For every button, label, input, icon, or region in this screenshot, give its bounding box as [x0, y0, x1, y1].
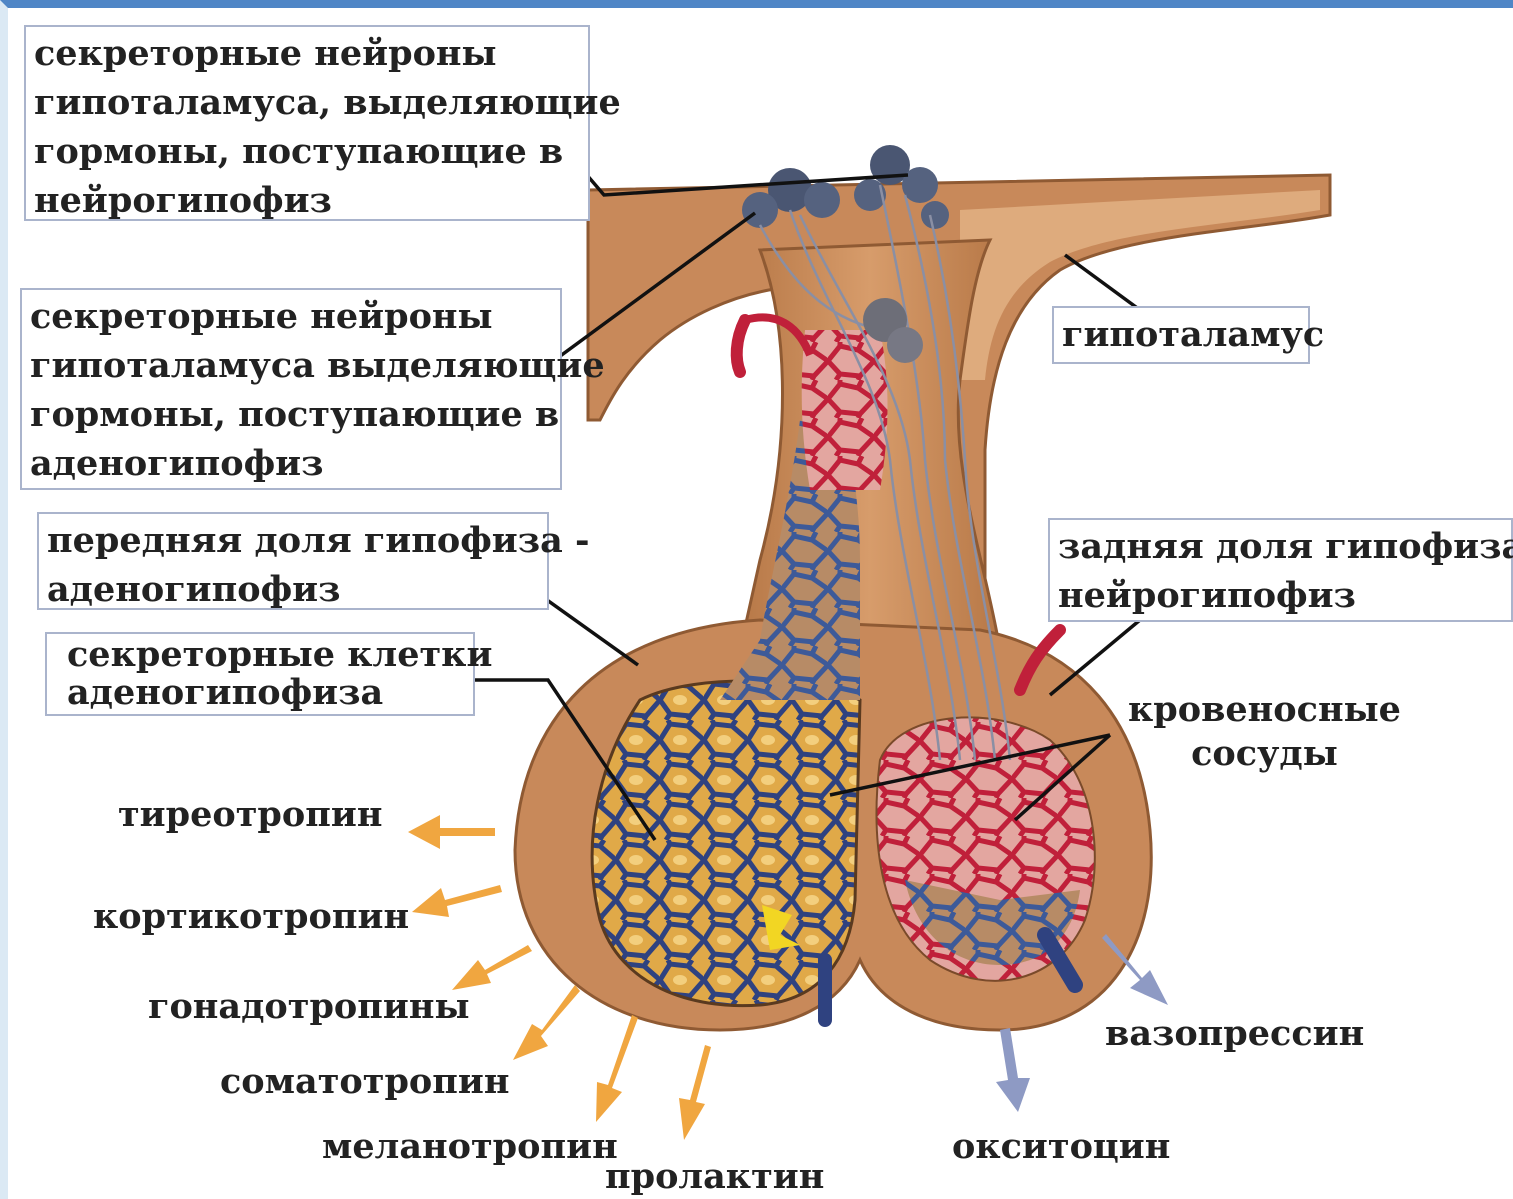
arrow-somatotropin — [513, 985, 580, 1060]
hormone-vasopressin: вазопрессин — [1105, 1012, 1364, 1056]
hormone-prolactin: пролактин — [605, 1155, 824, 1199]
label-neuro-neurons-line-1: секреторные нейроны — [34, 29, 580, 78]
label-adeno-neurons-line-3: гормоны, поступающие в — [30, 390, 552, 439]
label-posterior-lobe: задняя доля гипофиза - нейрогипофиз — [1048, 518, 1513, 622]
label-neuro-neurons-line-4: нейрогипофиз — [34, 176, 580, 225]
hormone-gonadotropins: гонадотропины — [148, 985, 470, 1029]
arrow-corticotropin — [412, 885, 502, 917]
label-adeno-neurons: секреторные нейроны гипоталамуса выделяю… — [20, 288, 562, 490]
superior-artery — [737, 320, 745, 372]
label-secretory-cells-line-2: аденогипофиза — [67, 674, 465, 712]
label-secretory-cells: секреторные клетки аденогипофиза — [45, 632, 475, 716]
label-neuro-neurons-line-3: гормоны, поступающие в — [34, 127, 580, 176]
hormone-somatotropin: соматотропин — [220, 1060, 509, 1104]
hormone-thyrotropin: тиреотропин — [118, 793, 382, 837]
label-neuro-neurons-line-2: гипоталамуса, выделяющие — [34, 78, 580, 127]
label-posterior-lobe-line-2: нейрогипофиз — [1058, 571, 1503, 620]
label-blood-vessels: кровеносные сосуды — [1128, 688, 1401, 776]
label-blood-vessels-line-1: кровеносные — [1128, 688, 1401, 732]
label-anterior-lobe-line-1: передняя доля гипофиза - — [47, 516, 539, 565]
label-secretory-cells-line-1: секреторные клетки — [67, 636, 465, 674]
label-adeno-neurons-line-2: гипоталамуса выделяющие — [30, 341, 552, 390]
hormone-oxytocin: окситоцин — [952, 1125, 1170, 1169]
label-blood-vessels-line-2: сосуды — [1128, 732, 1401, 776]
arrow-gonadotropins — [452, 945, 532, 990]
arrow-thyrotropin — [408, 815, 495, 849]
label-adeno-neurons-line-1: секреторные нейроны — [30, 292, 552, 341]
label-hypothalamus-text: гипоталамус — [1062, 310, 1300, 359]
label-adeno-neurons-line-4: аденогипофиз — [30, 439, 552, 488]
label-anterior-lobe: передняя доля гипофиза - аденогипофиз — [37, 512, 549, 610]
label-neuro-neurons: секреторные нейроны гипоталамуса, выделя… — [24, 25, 590, 221]
arrow-prolactin — [679, 1045, 711, 1140]
arrow-melanotropin — [596, 1015, 638, 1122]
hormone-melanotropin: меланотропин — [322, 1125, 618, 1169]
leader-hypothalamus — [1065, 255, 1140, 310]
label-anterior-lobe-line-2: аденогипофиз — [47, 565, 539, 614]
hormone-corticotropin: кортикотропин — [93, 895, 409, 939]
arrow-oxytocin — [996, 1028, 1030, 1112]
label-posterior-lobe-line-1: задняя доля гипофиза - — [1058, 522, 1503, 571]
label-hypothalamus: гипоталамус — [1052, 306, 1310, 364]
